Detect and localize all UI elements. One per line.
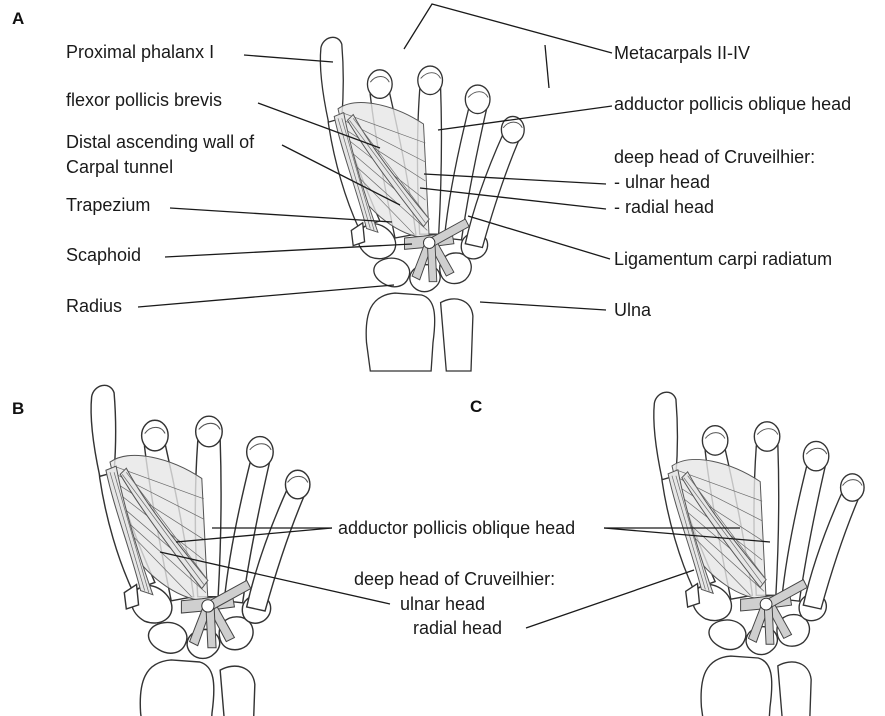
label-proximal-phalanx: Proximal phalanx I (66, 42, 214, 62)
label-distal-wall-line1: Distal ascending wall of (66, 132, 255, 152)
panel-letter-c: C (470, 397, 482, 416)
label-scaphoid: Scaphoid (66, 245, 141, 265)
label-ulnar-head-shared: ulnar head (400, 594, 485, 614)
label-adductor-oblique-shared: adductor pollicis oblique head (338, 518, 575, 538)
label-radial-head-shared: radial head (413, 618, 502, 638)
label-deep-head-a: deep head of Cruveilhier: (614, 147, 815, 167)
label-distal-wall-line2: Carpal tunnel (66, 157, 173, 177)
label-deep-head-shared: deep head of Cruveilhier: (354, 569, 555, 589)
label-adductor-oblique-a: adductor pollicis oblique head (614, 94, 851, 114)
label-metacarpals: Metacarpals II-IV (614, 43, 750, 63)
label-trapezium: Trapezium (66, 195, 150, 215)
label-ligamentum: Ligamentum carpi radiatum (614, 249, 832, 269)
hand-illustration-c (654, 392, 864, 716)
panel-letter-a: A (12, 9, 24, 28)
panel-letter-b: B (12, 399, 24, 418)
label-ulnar-head-a: - ulnar head (614, 172, 710, 192)
label-flexor-pollicis-brevis: flexor pollicis brevis (66, 90, 222, 110)
hand-illustration-a (320, 37, 524, 371)
label-ulna: Ulna (614, 300, 652, 320)
label-radial-head-a: - radial head (614, 197, 714, 217)
label-radius: Radius (66, 296, 122, 316)
hand-illustration-b (91, 385, 310, 716)
